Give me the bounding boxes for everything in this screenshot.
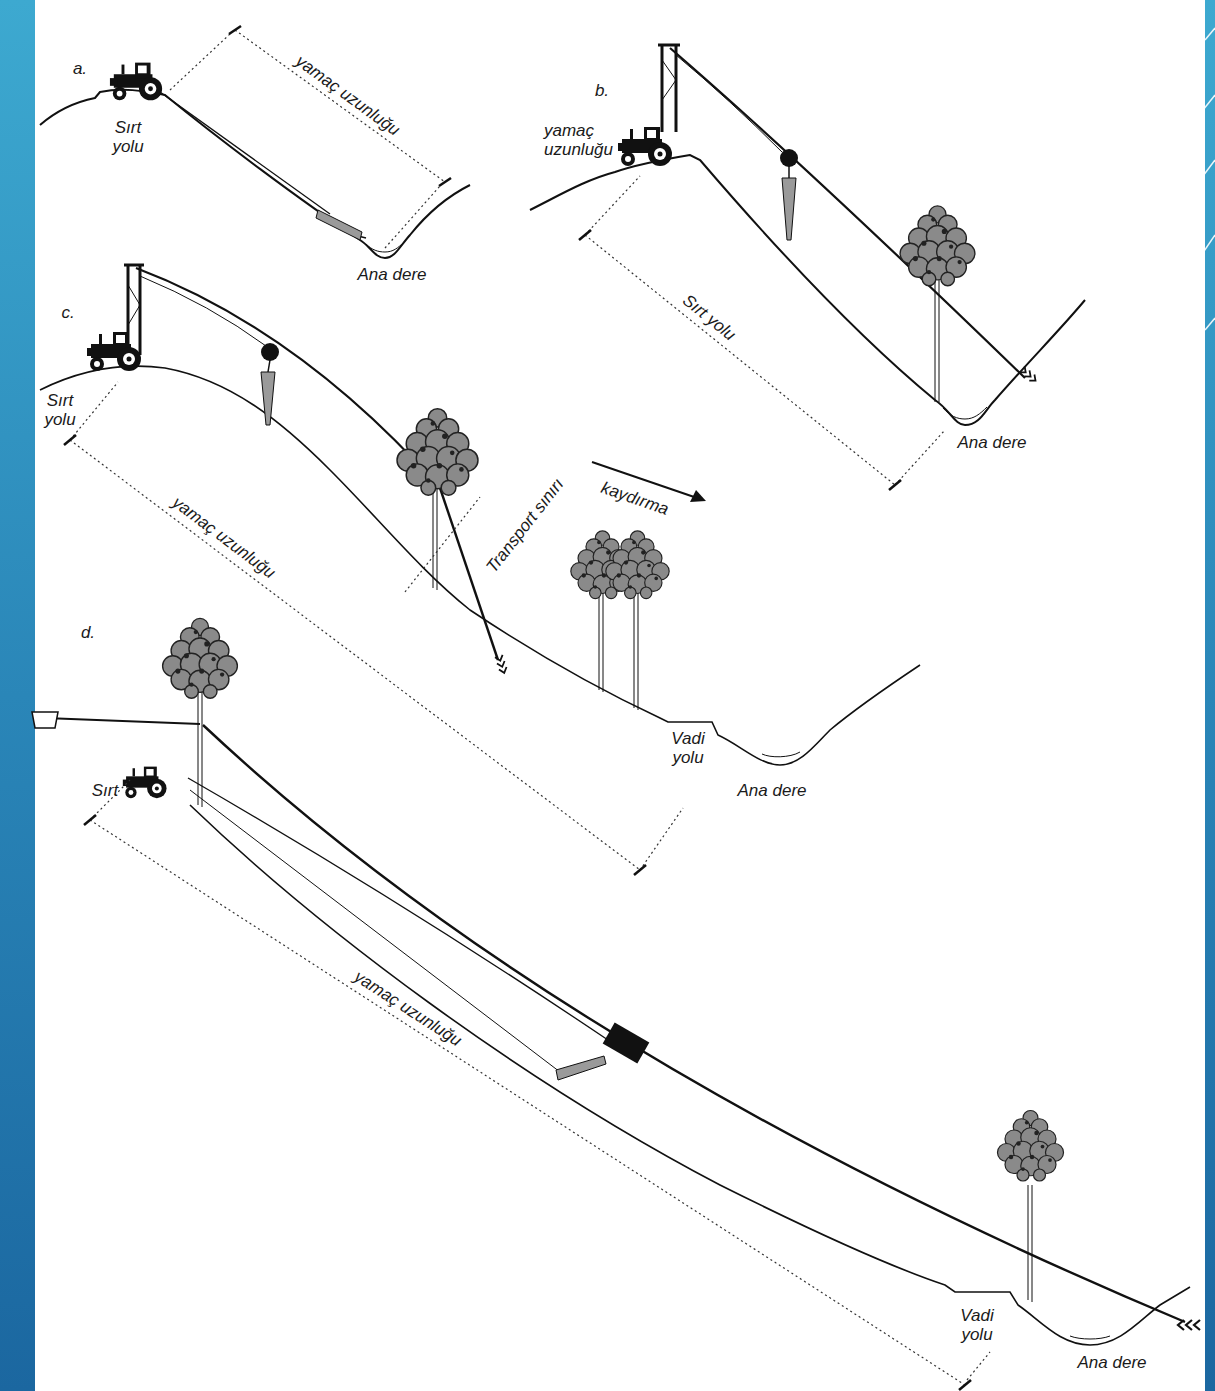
place-label: Ana dere bbox=[958, 433, 1027, 452]
dimension-label: yamaç uzunluğu bbox=[292, 51, 403, 139]
place-label: Sırt bbox=[92, 781, 118, 800]
place-label: Ana dere bbox=[738, 781, 807, 800]
place-label: Ana dere bbox=[1078, 1353, 1147, 1372]
dimension-label: yamaç uzunluğu bbox=[169, 492, 279, 582]
panel-letter: b. bbox=[595, 81, 609, 100]
dimension-label: Sırt yolu bbox=[679, 290, 739, 344]
place-label: Sırt yolu bbox=[105, 118, 151, 156]
panel-letter: c. bbox=[61, 303, 74, 322]
place-label: Vadi yolu bbox=[665, 729, 711, 767]
place-label: Vadi yolu bbox=[954, 1306, 1000, 1344]
place-label: Sırt yolu bbox=[37, 391, 83, 429]
dimension-label: yamaç uzunluğu bbox=[351, 966, 465, 1049]
boundary-label: Transport sınırı bbox=[482, 474, 567, 576]
panel-letter: a. bbox=[73, 59, 87, 78]
direction-label: kaydırma bbox=[599, 478, 671, 519]
place-label: yamaç uzunluğu bbox=[544, 121, 590, 159]
panel-letter: d. bbox=[81, 623, 95, 642]
place-label: Ana dere bbox=[358, 265, 427, 284]
